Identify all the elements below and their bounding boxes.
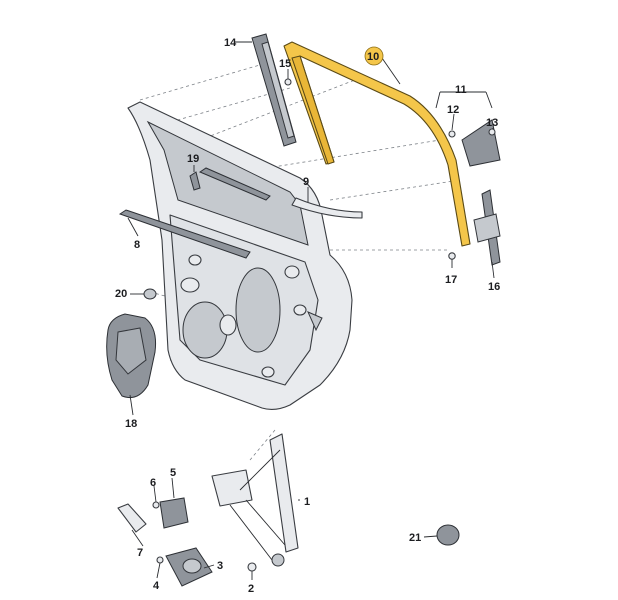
callout-1: 1 [304,496,310,508]
part-18-speaker-cover [106,313,156,399]
part-14-front-channel [251,33,297,147]
part-19-clip [189,167,271,201]
callout-21: 21 [409,532,421,544]
callout-15: 15 [279,58,291,70]
part-9-inner-seal [291,197,363,219]
callout-20: 20 [115,288,127,300]
callout-13: 13 [486,117,498,129]
callout-10: 10 [367,51,379,63]
part-3-motor [165,547,213,587]
callout-3: 3 [217,560,223,572]
callout-labels: 14 15 10 11 12 13 19 9 8 20 18 17 16 1 5… [115,37,500,595]
callout-17: 17 [445,274,457,286]
callout-10-highlight-badge [364,46,384,66]
part-21-cap [436,524,460,546]
part-2-nut [247,562,257,572]
callout-6: 6 [150,477,156,489]
callout-14: 14 [224,37,237,49]
part-1-window-regulator [211,433,299,567]
part-10-window-seal-highlighted [283,41,471,247]
part-20-plug [143,288,157,300]
callout-16: 16 [488,281,500,293]
part-6-bolt [152,501,160,509]
leader-lines [127,41,495,580]
callout-7: 7 [137,547,143,559]
part-16-rear-channel [473,189,501,266]
callout-18: 18 [125,418,137,430]
part-17-screw [448,252,456,268]
callout-8: 8 [134,239,140,251]
callout-12: 12 [447,104,459,116]
callout-4: 4 [153,580,160,592]
callout-5: 5 [170,467,176,479]
part-5-bracket [159,497,189,529]
part-4-screw [156,556,164,564]
part-8-window-strip [118,209,251,259]
callout-2: 2 [248,583,254,595]
callout-11: 11 [455,84,467,96]
callout-9: 9 [303,176,309,188]
callout-19: 19 [187,153,199,165]
part-11-mirror-trim [448,119,501,167]
part-7-crank-handle [117,503,147,533]
